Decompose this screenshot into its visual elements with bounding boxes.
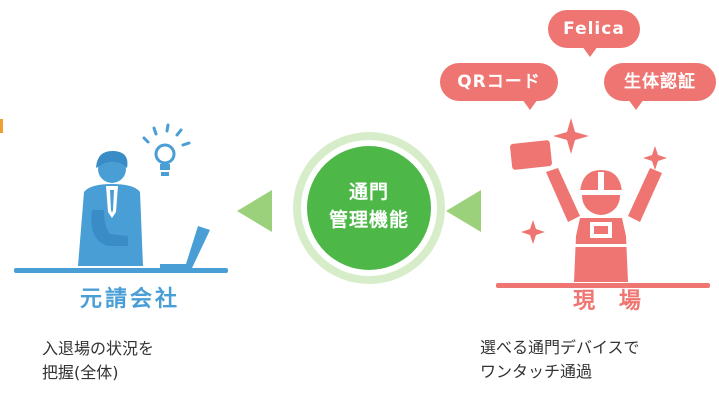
hub-title-line1: 通門	[348, 181, 389, 203]
right-desc-line1: 選べる通門デバイスで	[480, 338, 640, 357]
left-description: 入退場の状況を 把握(全体)	[42, 337, 154, 385]
sparkle-icon	[553, 118, 589, 154]
lightbulb-icon	[142, 123, 191, 176]
biometric-bubble: 生体認証	[604, 63, 716, 110]
sparkle-icon-3	[521, 220, 545, 244]
sparkle-icon-2	[643, 146, 667, 170]
right-desc-line2: ワンタッチ通過	[480, 362, 593, 381]
biometric-label: 生体認証	[624, 72, 696, 92]
hub-title: 通門 管理機能	[304, 178, 434, 234]
edge-mark	[0, 119, 3, 133]
office-worker-icon	[14, 123, 228, 273]
access-control-hub	[293, 132, 445, 284]
felica-label: Felica	[563, 19, 625, 39]
left-label: 元請会社	[79, 287, 180, 312]
felica-bubble: Felica	[548, 10, 640, 57]
hub-title-line2: 管理機能	[328, 209, 409, 231]
left-desc-line2: 把握(全体)	[42, 363, 119, 382]
right-label: 現 場	[573, 289, 649, 314]
arrow-left-icon-2	[446, 190, 481, 232]
qr-code-label: QRコード	[457, 72, 541, 92]
arrow-left-icon	[237, 190, 272, 232]
construction-worker-icon	[496, 118, 710, 288]
right-description: 選べる通門デバイスで ワンタッチ通過	[480, 336, 640, 384]
qr-code-bubble: QRコード	[440, 63, 558, 110]
left-desc-line1: 入退場の状況を	[42, 339, 155, 358]
